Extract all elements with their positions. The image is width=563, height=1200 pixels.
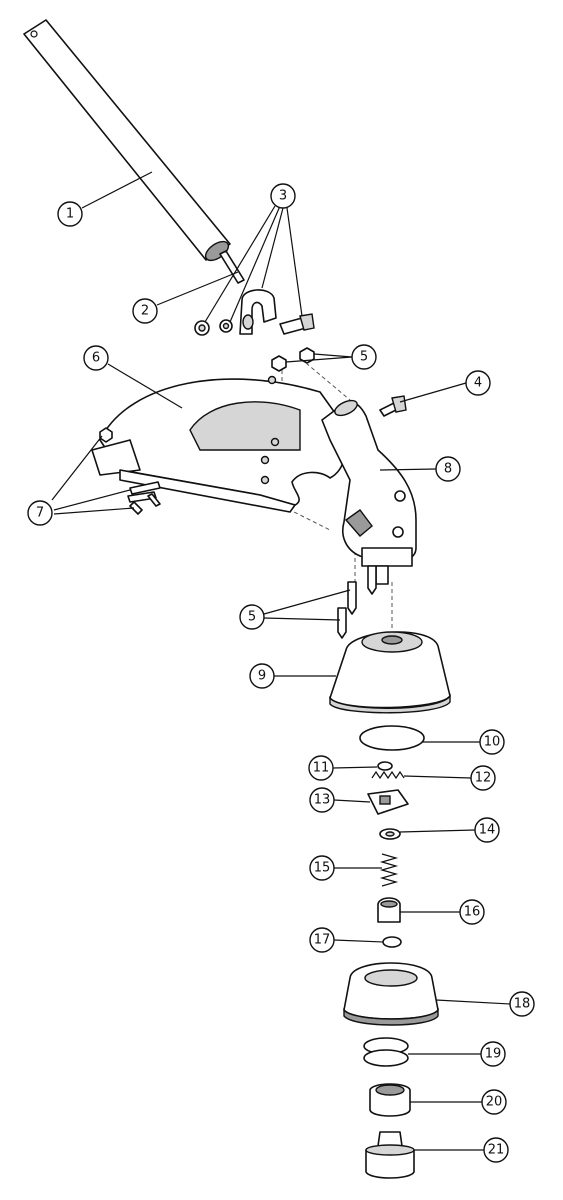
svg-text:19: 19 (485, 1047, 502, 1062)
callout-15: 15 (309, 855, 335, 881)
part-5-upper-nuts (271, 347, 315, 372)
svg-text:13: 13 (314, 793, 331, 808)
svg-text:5: 5 (248, 610, 256, 625)
svg-text:10: 10 (484, 735, 501, 750)
part-9-head-cover (329, 631, 451, 714)
part-20-bushing (369, 1083, 411, 1117)
part-15-spring (379, 853, 399, 887)
part-18-spool (343, 962, 439, 1026)
part-21-bump-knob (365, 1131, 415, 1179)
callout-21: 21 (483, 1137, 509, 1163)
callout-4: 4 (465, 370, 491, 396)
callout-7: 7 (27, 500, 53, 526)
svg-text:6: 6 (92, 351, 100, 366)
svg-text:7: 7 (36, 506, 44, 521)
part-4-screw (379, 395, 407, 417)
part-5-lower-screws (337, 565, 377, 639)
callout-17: 17 (309, 927, 335, 953)
svg-text:1: 1 (66, 207, 74, 222)
callout-20: 20 (481, 1089, 507, 1115)
part-11-washer (377, 761, 393, 771)
callout-12: 12 (470, 765, 496, 791)
callout-18: 18 (509, 991, 535, 1017)
svg-text:3: 3 (279, 189, 287, 204)
svg-text:18: 18 (514, 997, 531, 1012)
part-2-drive-shaft (219, 250, 245, 284)
callout-13: 13 (309, 787, 335, 813)
svg-text:17: 17 (314, 933, 331, 948)
callout-2: 2 (132, 298, 158, 324)
svg-text:2: 2 (141, 304, 149, 319)
callout-6: 6 (83, 345, 109, 371)
part-6-guard (91, 375, 346, 513)
svg-text:14: 14 (479, 823, 496, 838)
part-13-retainer (367, 789, 409, 815)
callout-14: 14 (474, 817, 500, 843)
callout-10: 10 (479, 729, 505, 755)
callout-9: 9 (249, 663, 275, 689)
callouts: 1 2 3 4 5 5 6 7 8 9 10 11 12 13 14 15 16… (27, 183, 535, 1163)
part-12-spring (371, 770, 405, 780)
callout-5-lower: 5 (239, 604, 265, 630)
svg-text:4: 4 (474, 376, 482, 391)
callout-16: 16 (459, 899, 485, 925)
svg-text:8: 8 (444, 462, 452, 477)
svg-text:16: 16 (464, 905, 481, 920)
callout-5-upper: 5 (351, 344, 377, 370)
part-1-shaft-tube (23, 19, 231, 262)
svg-text:20: 20 (486, 1095, 503, 1110)
part-7-guard-hardware (99, 427, 161, 515)
part-10-o-ring (359, 725, 425, 751)
part-8-gear-head (321, 399, 417, 585)
svg-text:9: 9 (258, 669, 266, 684)
svg-text:15: 15 (314, 861, 331, 876)
part-16-hub (377, 897, 401, 923)
svg-text:12: 12 (475, 771, 492, 786)
svg-text:21: 21 (488, 1143, 505, 1158)
callout-19: 19 (480, 1041, 506, 1067)
leader-lines (51, 171, 511, 1151)
part-14-washer (379, 828, 401, 840)
svg-text:5: 5 (360, 350, 368, 365)
svg-text:11: 11 (313, 761, 330, 776)
part-17-washer (382, 936, 402, 948)
callout-8: 8 (435, 456, 461, 482)
callout-3: 3 (270, 183, 296, 209)
part-3-clamp-assembly (194, 289, 315, 336)
callout-1: 1 (57, 201, 83, 227)
callout-11: 11 (308, 755, 334, 781)
part-19-spring (363, 1037, 409, 1067)
